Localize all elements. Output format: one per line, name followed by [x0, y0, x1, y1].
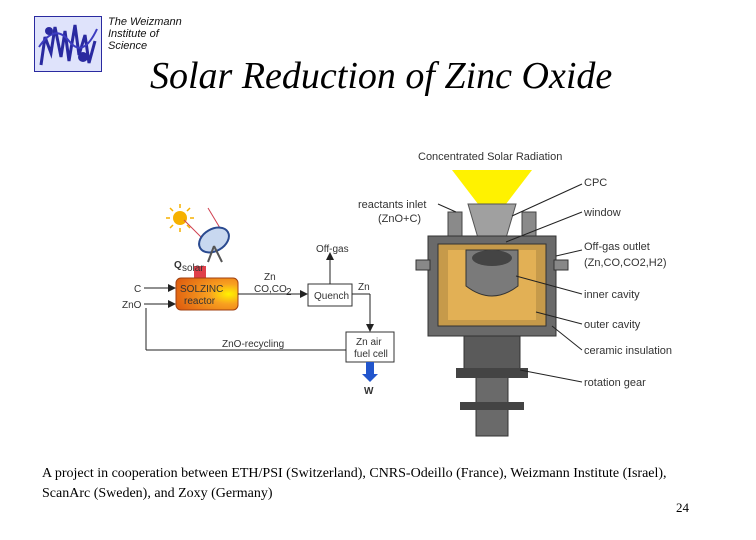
page-title: Solar Reduction of Zinc Oxide — [150, 55, 613, 97]
label-ceramic-insulation: ceramic insulation — [584, 345, 672, 357]
radiation-label: Concentrated Solar Radiation — [418, 151, 562, 163]
label-rotation-gear: rotation gear — [584, 377, 646, 389]
products-co-label: CO,CO — [254, 284, 287, 295]
q-solar-label: Q — [174, 260, 182, 271]
weizmann-logo — [34, 16, 102, 72]
products-zn-label: Zn — [264, 272, 276, 283]
cpc-beam — [452, 170, 532, 204]
fuel-cell-box — [345, 331, 395, 363]
work-label: W — [364, 386, 374, 397]
input-zno-label: ZnO — [122, 300, 142, 311]
zn-out-label: Zn — [358, 282, 370, 293]
page-number: 24 — [676, 500, 689, 515]
process-schematic: Q solar SOLZINC reactor C ZnO Zn CO,CO 2… — [122, 204, 395, 397]
label-cpc: CPC — [584, 177, 607, 189]
quench-label: Quench — [314, 291, 349, 302]
reactor-cross-section: Concentrated Solar Radiation reactants i… — [358, 151, 672, 437]
reactor-label-2: reactor — [184, 296, 216, 307]
offgas-label: Off-gas — [316, 244, 349, 255]
inlet-label-1: reactants inlet — [358, 199, 426, 211]
label-inner-cavity: inner cavity — [584, 289, 640, 301]
label-offgas-composition: (Zn,CO,CO2,H2) — [584, 257, 667, 269]
institute-line-3: Science — [108, 40, 148, 52]
label-offgas-outlet: Off-gas outlet — [584, 241, 650, 253]
fuel-cell-label-2: fuel cell — [354, 349, 388, 360]
products-co-sub: 2 — [286, 287, 292, 298]
recycling-label: ZnO-recycling — [222, 339, 284, 350]
label-outer-cavity: outer cavity — [584, 319, 641, 331]
footer-text: A project in cooperation between ETH/PSI… — [42, 466, 667, 501]
fuel-cell-label-1: Zn air — [356, 337, 382, 348]
institute-line-1: The Weizmann — [108, 16, 182, 28]
inlet-label-2: (ZnO+C) — [378, 213, 421, 225]
institute-name: The Weizmann Institute of Science — [108, 16, 182, 52]
institute-line-2: Institute of — [108, 28, 159, 40]
q-solar-sub: solar — [182, 263, 204, 274]
label-window: window — [583, 207, 621, 219]
sun-icon — [166, 204, 194, 232]
input-c-label: C — [134, 284, 141, 295]
reactor-label-1: SOLZINC — [180, 284, 223, 295]
solar-dish-icon — [198, 226, 230, 263]
